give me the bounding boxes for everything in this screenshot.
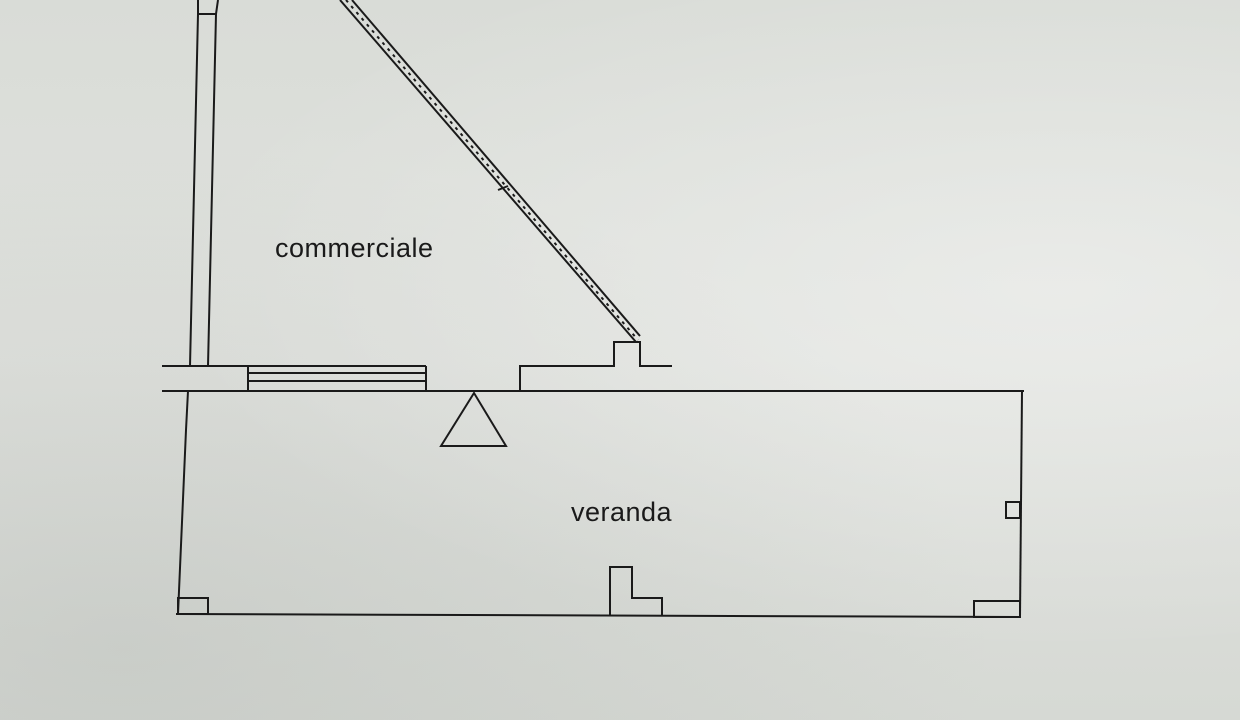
- pillar-bottom-left: [177, 597, 209, 615]
- pillar-bottom-right: [973, 600, 1021, 618]
- pillar-bottom-middle: [609, 566, 663, 615]
- upper-wall-right-segment: [519, 341, 672, 391]
- room-label-veranda: veranda: [571, 497, 673, 527]
- room-label-commerciale: commerciale: [275, 233, 434, 263]
- veranda-left-wall: [177, 390, 189, 615]
- veranda-bottom-wall: [175, 613, 1021, 618]
- entrance-triangle-icon: [439, 391, 508, 447]
- left-wall-outer: [189, 0, 199, 367]
- diagonal-wall-hatch: [345, 0, 639, 341]
- diagonal-wall-b: [351, 0, 641, 337]
- diagonal-wall-a: [339, 0, 637, 343]
- pillar-right-wall: [1005, 501, 1021, 519]
- left-wall-inner: [207, 0, 219, 367]
- diagonal-wall-tick: [497, 185, 509, 191]
